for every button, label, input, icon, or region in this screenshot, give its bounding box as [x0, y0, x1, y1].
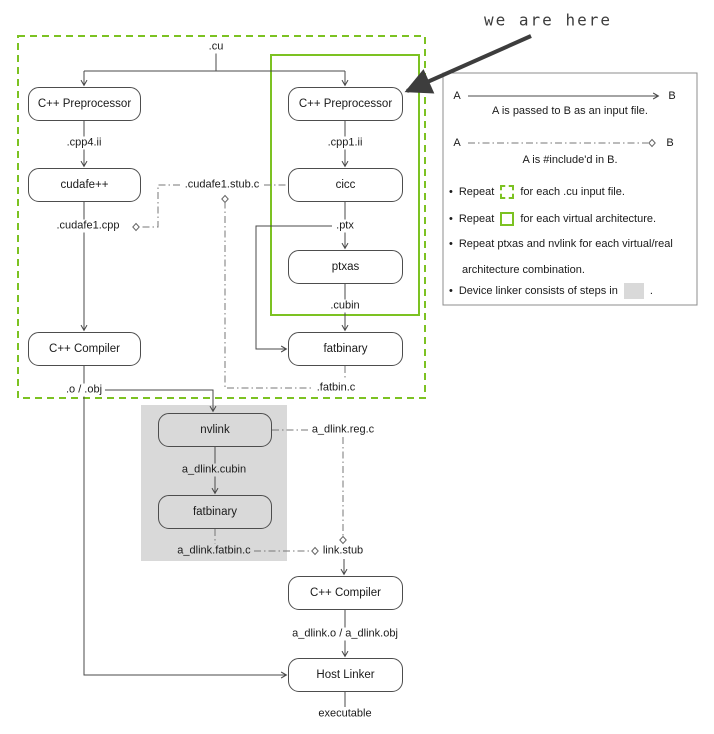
we-are-here-arrow	[404, 34, 532, 94]
node-cpp-preprocessor-left: C++ Preprocessor	[28, 87, 141, 121]
bullet-icon: •	[449, 186, 453, 198]
file-a-dlink-reg-c: a_dlink.reg.c	[308, 423, 378, 437]
bullet-icon: •	[449, 238, 453, 250]
legend-ptxas-text-2: architecture combination.	[462, 264, 585, 276]
file-cpp1ii: .cpp1.ii	[324, 136, 366, 150]
legend-include-a: A	[453, 137, 461, 149]
we-are-here-label: we are here	[484, 10, 612, 30]
legend-bullet-ptxas-line2: architecture combination.	[462, 264, 585, 276]
green-dashed-swatch-icon	[500, 185, 515, 199]
legend-bullet-device-linker: • Device linker consists of steps in .	[449, 283, 653, 299]
include-diamond-markers	[132, 138, 656, 556]
legend-include-b: B	[666, 137, 674, 149]
node-fatbinary-device: fatbinary	[158, 495, 272, 529]
file-cudafe1-stub-c: .cudafe1.stub.c	[181, 178, 263, 192]
node-cicc: cicc	[288, 168, 403, 202]
green-solid-swatch-icon	[500, 212, 515, 226]
include-lines	[140, 142, 648, 552]
node-nvlink: nvlink	[158, 413, 272, 447]
node-ptxas: ptxas	[288, 250, 403, 284]
file-a-dlink-cubin: a_dlink.cubin	[178, 463, 250, 477]
legend-bullet-virtual-repeat: • Repeat for each virtual architecture.	[449, 212, 656, 226]
legend-repeat-label: Repeat	[458, 186, 495, 198]
node-host-linker: Host Linker	[288, 658, 403, 692]
node-cpp-preprocessor-right: C++ Preprocessor	[288, 87, 403, 121]
file-cpp4ii: .cpp4.ii	[63, 136, 105, 150]
file-a-dlink-fatbin-c: a_dlink.fatbin.c	[174, 544, 254, 558]
node-cudafe: cudafe++	[28, 168, 141, 202]
file-a-dlink-o-obj: a_dlink.o / a_dlink.obj	[289, 627, 401, 641]
file-cudafe1-cpp: .cudafe1.cpp	[53, 219, 123, 233]
legend-passed-b: B	[668, 90, 676, 102]
file-link-stub: link.stub	[319, 544, 367, 558]
file-executable: executable	[315, 707, 375, 721]
legend-passed-a: A	[453, 90, 461, 102]
legend-device-text: Device linker consists of steps in	[458, 285, 618, 297]
legend-device-period: .	[649, 285, 653, 297]
file-o-obj: .o / .obj	[62, 383, 106, 397]
file-ptx: .ptx	[333, 219, 357, 233]
node-cpp-compiler-bottom: C++ Compiler	[288, 576, 403, 610]
legend-cu-text: for each .cu input file.	[520, 186, 625, 198]
legend-frame	[442, 72, 698, 306]
bullet-icon: •	[449, 285, 453, 297]
legend-bullet-ptxas-line1: • Repeat ptxas and nvlink for each virtu…	[449, 238, 673, 250]
per-cu-file-repeat-box	[17, 35, 426, 399]
legend-include-caption: A is #include'd in B.	[522, 154, 618, 166]
bullet-icon: •	[449, 213, 453, 225]
file-cu: .cu	[205, 40, 227, 54]
gray-region-swatch-icon	[623, 283, 644, 299]
file-cubin: .cubin	[327, 299, 363, 313]
node-cpp-compiler-left: C++ Compiler	[28, 332, 141, 366]
legend-virtual-text: for each virtual architecture.	[520, 213, 657, 225]
legend-bullet-cu-repeat: • Repeat for each .cu input file.	[449, 185, 625, 199]
legend-repeat-label: Repeat	[458, 213, 495, 225]
file-fatbin-c: .fatbin.c	[313, 381, 359, 395]
node-fatbinary-top: fatbinary	[288, 332, 403, 366]
legend-passed-caption: A is passed to B as an input file.	[492, 105, 648, 117]
legend-ptxas-text-1: Repeat ptxas and nvlink for each virtual…	[458, 238, 673, 250]
